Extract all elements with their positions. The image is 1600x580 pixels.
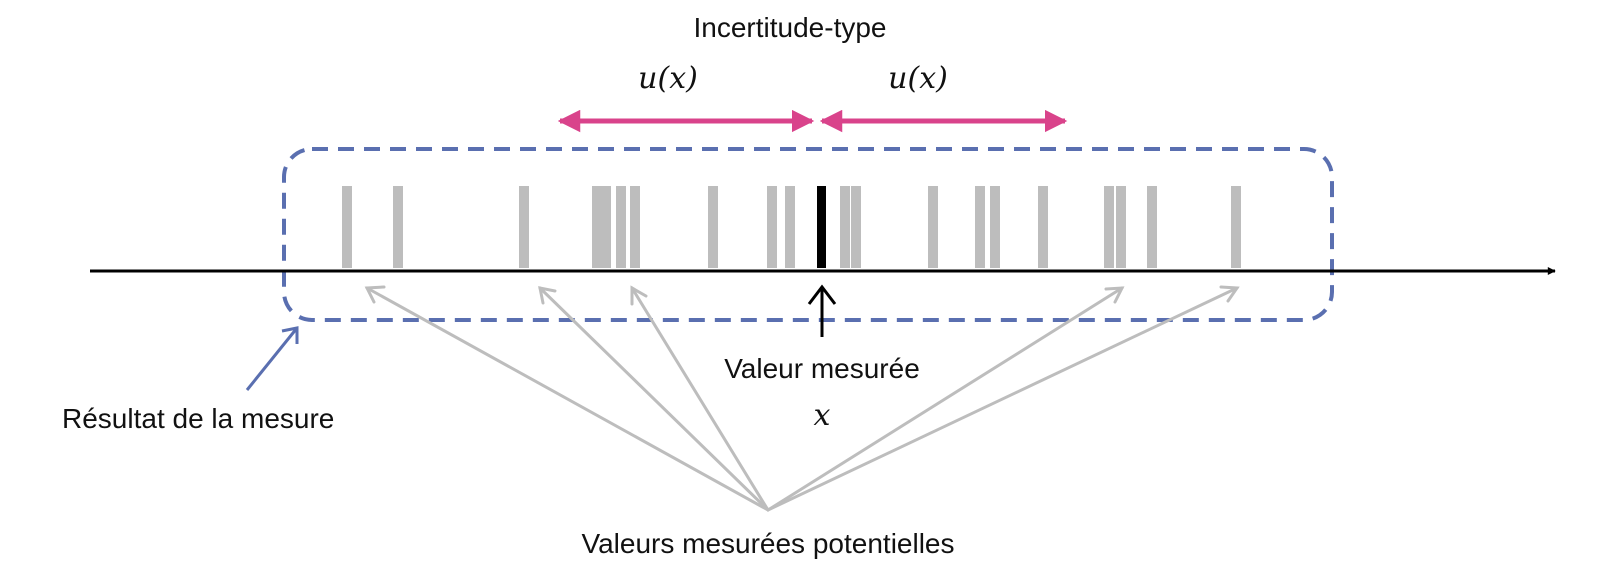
measured-value-symbol: x	[814, 398, 831, 433]
potential-value-bar	[342, 186, 352, 268]
uncertainty-label-right: u(x)	[888, 61, 948, 96]
result-label: Résultat de la mesure	[62, 403, 334, 434]
measured-value-label: Valeur mesurée	[724, 353, 920, 384]
potential-value-bar	[1116, 186, 1126, 268]
potential-value-pointers	[364, 285, 1240, 512]
potential-value-bar	[928, 186, 938, 268]
result-pointer	[245, 326, 299, 391]
potential-value-bar	[708, 186, 718, 268]
measured-value-pointer	[807, 284, 837, 337]
potential-value-bar	[592, 186, 602, 268]
potential-value-bar	[990, 186, 1000, 268]
potential-value-bar	[975, 186, 985, 268]
measured-value-bar	[817, 186, 826, 268]
potential-value-bar	[630, 186, 640, 268]
potential-value-bar	[1147, 186, 1157, 268]
potential-value-bar	[840, 186, 850, 268]
potential-value-bar	[1231, 186, 1241, 268]
potential-value-bars	[342, 186, 1241, 268]
potential-value-bar	[767, 186, 777, 268]
potential-value-bar	[393, 186, 403, 268]
potential-value-bar	[1104, 186, 1114, 268]
potential-value-bar	[1038, 186, 1048, 268]
potential-value-bar	[601, 186, 611, 268]
uncertainty-label-left: u(x)	[638, 61, 698, 96]
potential-value-bar	[519, 186, 529, 268]
result-box	[282, 147, 1334, 322]
potential-value-bar	[785, 186, 795, 268]
potential-value-bar	[851, 186, 861, 268]
diagram-title: Incertitude-type	[694, 12, 887, 43]
potential-values-label: Valeurs mesurées potentielles	[581, 528, 954, 559]
potential-value-bar	[616, 186, 626, 268]
